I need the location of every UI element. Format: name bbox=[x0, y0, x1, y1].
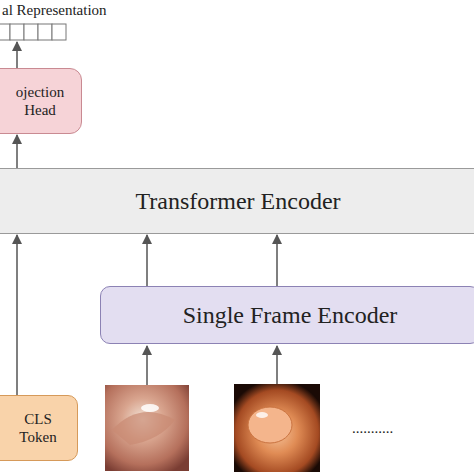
vector-cell bbox=[0, 24, 10, 40]
vector-cell bbox=[24, 24, 38, 40]
flow-arrow bbox=[276, 235, 278, 286]
endoscopy-frame bbox=[234, 384, 320, 472]
polyp-shape bbox=[248, 407, 292, 443]
flow-arrow bbox=[16, 135, 18, 168]
vector-cell bbox=[10, 24, 24, 40]
flow-arrow bbox=[146, 235, 148, 286]
frame-image bbox=[234, 384, 320, 472]
light-reflection bbox=[256, 412, 268, 418]
light-reflection bbox=[141, 404, 159, 412]
token-box: CLS Token bbox=[0, 395, 78, 461]
flow-arrow bbox=[16, 235, 18, 395]
output-arrow bbox=[16, 42, 18, 68]
encoder-box: Single Frame Encoder bbox=[100, 286, 474, 344]
representation-vector bbox=[0, 24, 66, 40]
vector-cell bbox=[52, 24, 66, 40]
continuation-dots: ........... bbox=[352, 420, 393, 437]
frame-image bbox=[105, 385, 189, 471]
input-arrow bbox=[146, 346, 148, 385]
vector-cell bbox=[38, 24, 52, 40]
node-text: ojection Head bbox=[0, 83, 75, 119]
node-text: Transformer Encoder bbox=[135, 187, 340, 216]
input-arrow bbox=[276, 346, 278, 384]
node-text: CLS Token bbox=[3, 410, 63, 446]
transformer-band: Transformer Encoder bbox=[0, 168, 474, 234]
tissue-fold bbox=[112, 412, 175, 445]
projection-head: ojection Head bbox=[0, 68, 82, 134]
endoscopy-frame bbox=[105, 385, 189, 471]
output-label: al Representation bbox=[2, 2, 107, 19]
node-text: Single Frame Encoder bbox=[183, 301, 398, 330]
